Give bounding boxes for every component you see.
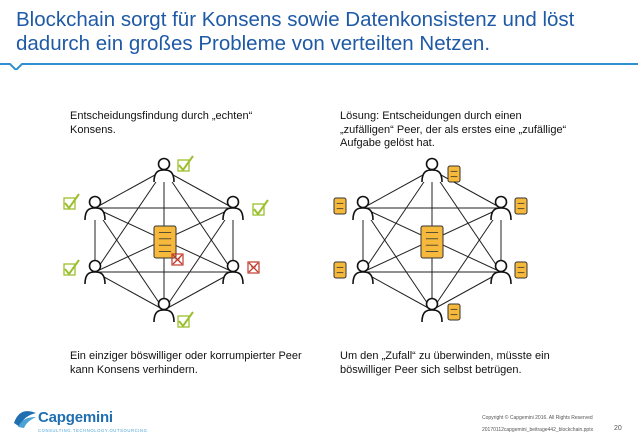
peer-icon <box>222 259 244 285</box>
right-network <box>333 157 528 323</box>
connection-line <box>431 169 502 273</box>
right-top-caption: Lösung: Entscheidungen durch einen „zufä… <box>340 110 567 149</box>
cross-icon <box>247 261 260 274</box>
center-document-icon <box>420 225 444 259</box>
peer-icon <box>421 157 443 183</box>
connection-line <box>431 207 502 311</box>
file-reference: 20170112capgemini_beitrage442_blockchain… <box>482 427 594 433</box>
peer-icon <box>352 259 374 285</box>
connection-line <box>431 169 502 209</box>
left-network <box>63 155 269 328</box>
page-number: 20 <box>614 425 622 432</box>
peer-icon <box>84 259 106 285</box>
peer-document-icon <box>514 261 528 279</box>
connection-line <box>94 207 165 311</box>
peer-icon <box>352 195 374 221</box>
slide-title: Blockchain sorgt für Konsens sowie Daten… <box>16 8 575 55</box>
peer-document-icon <box>333 197 347 215</box>
peer-icon <box>153 297 175 323</box>
copyright-text: Copyright © Capgemini 2016. All Rights R… <box>482 415 593 421</box>
connection-line <box>163 207 234 311</box>
title-banner-line <box>0 63 638 70</box>
cross-icon <box>171 253 184 266</box>
check-icon <box>63 193 80 210</box>
check-icon <box>177 311 194 328</box>
connection-line <box>94 271 165 311</box>
capgemini-logo-icon <box>14 411 36 428</box>
peer-document-icon <box>447 165 461 183</box>
connection-line <box>163 271 234 311</box>
right-bottom-caption: Um den „Zufall“ zu überwinden, müsste ei… <box>340 350 550 376</box>
connection-line <box>431 271 502 311</box>
peer-icon <box>153 157 175 183</box>
connection-line <box>362 207 433 311</box>
peer-icon <box>421 297 443 323</box>
connection-line <box>163 169 234 273</box>
connection-line <box>94 169 165 273</box>
capgemini-logo-text: Capgemini <box>38 409 113 426</box>
connection-line <box>163 169 234 209</box>
left-bottom-caption: Ein einziger böswilliger oder korrumpier… <box>70 350 302 376</box>
connection-line <box>94 169 165 209</box>
center-document-icon <box>153 225 177 259</box>
peer-document-icon <box>514 197 528 215</box>
connection-line <box>362 271 433 311</box>
check-icon <box>63 259 80 276</box>
left-top-caption: Entscheidungsfindung durch „echten“ Kons… <box>70 110 253 136</box>
peer-icon <box>490 195 512 221</box>
check-icon <box>177 155 194 172</box>
check-icon <box>252 199 269 216</box>
connection-line <box>362 169 433 273</box>
capgemini-tagline: CONSULTING.TECHNOLOGY.OUTSOURCING <box>38 428 148 433</box>
connection-line <box>362 169 433 209</box>
peer-icon <box>490 259 512 285</box>
peer-document-icon <box>447 303 461 321</box>
peer-document-icon <box>333 261 347 279</box>
peer-icon <box>222 195 244 221</box>
peer-icon <box>84 195 106 221</box>
